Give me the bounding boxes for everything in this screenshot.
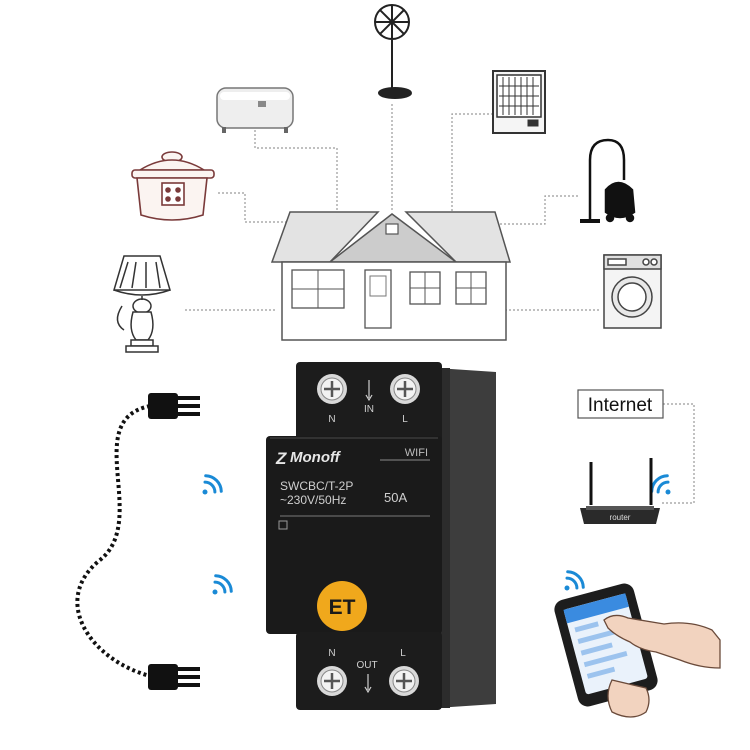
brand-name: Monoff [290,449,342,466]
vacuum-cleaner-icon [580,138,636,223]
wifi-signal-icon [564,570,585,591]
rice-cooker-icon [131,151,215,221]
router-label: router [610,513,631,522]
terminal-label-l-bottom: L [400,648,406,659]
brand-prefix: Z [275,449,287,468]
circuit-breaker: N IN L Z Monoff WIFI SWCBC/T-2P ~230V/50… [266,362,496,710]
router-icon [580,458,660,524]
plug-bottom-icon [148,664,200,690]
power-cable [75,404,151,678]
line-vacuum [495,195,578,225]
washing-machine-icon [603,254,662,329]
terminal-label-n-top: N [328,414,335,425]
line-heater [451,113,493,212]
line-internet-router [660,403,695,504]
model-label: SWCBC/T-2P [280,479,353,493]
terminal-label-in: IN [364,404,374,415]
terminal-label-n-bottom: N [328,648,335,659]
terminal-screw-icon [317,666,347,696]
heater-icon [492,70,546,134]
wifi-signal-icon [212,574,233,595]
out-arrow-head [364,686,372,694]
terminal-label-l-top: L [402,414,408,425]
wifi-signal-icon [202,474,223,495]
rating-label: ~230V/50Hz [280,493,346,507]
water-heater-icon [216,87,294,133]
house-illustration [270,211,512,341]
plug-top-icon [148,393,200,419]
terminal-label-out: OUT [356,660,377,671]
internet-label: Internet [588,395,653,416]
in-arrow-head [365,394,373,402]
terminal-screw-icon [317,374,347,404]
fan-icon [374,4,412,99]
wifi-signal-icon [650,474,671,495]
current-label: 50A [384,490,407,505]
button-logo: ET [329,596,356,619]
terminal-screw-icon [390,374,420,404]
wifi-label: WIFI [405,447,428,459]
line-rice-cooker [218,192,290,223]
internet-box [577,389,664,419]
terminal-screw-icon [389,666,419,696]
control-button[interactable]: ET [317,581,367,631]
hand-icon [603,614,721,718]
lamp-icon [112,255,172,353]
certification-mark-icon [278,520,288,530]
